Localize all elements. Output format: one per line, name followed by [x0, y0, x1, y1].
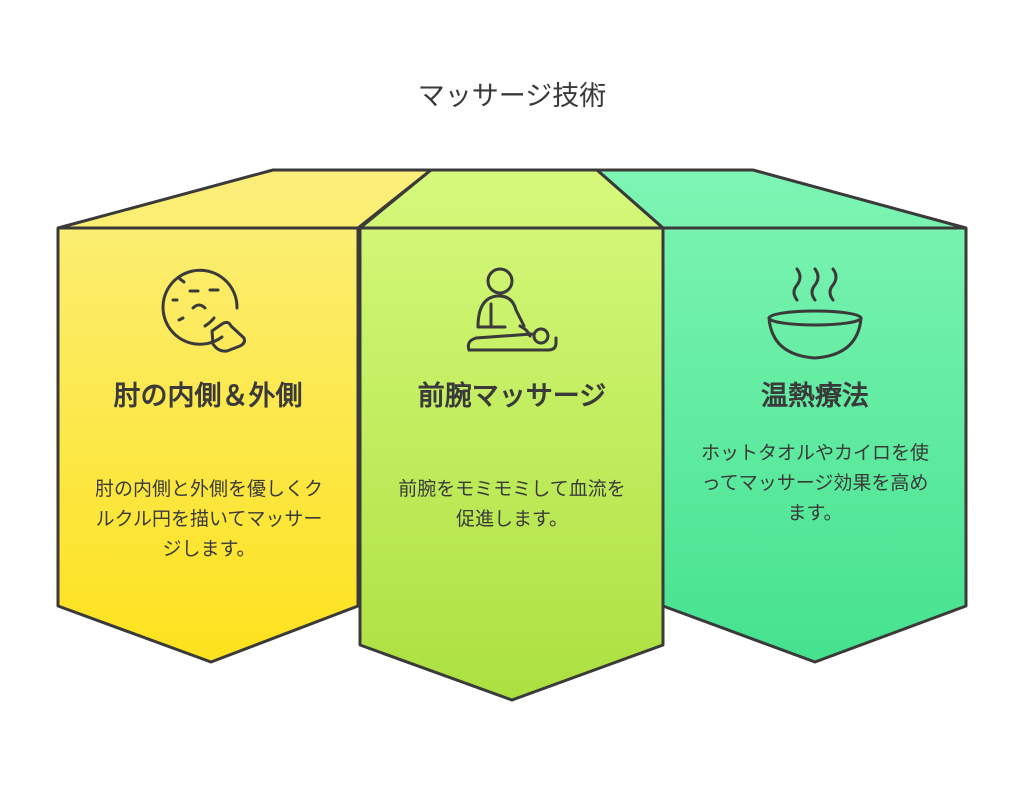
diagram-title: マッサージ技術 — [417, 81, 607, 112]
card-1-shape — [56, 168, 433, 664]
face-blowing-icon — [161, 268, 246, 353]
card-2-shape — [358, 168, 665, 702]
card-3-title: 温熱療法 — [761, 381, 869, 412]
card-3-description: ホットタオルやカイロを使ってマッサージ効果を高めます。 — [700, 442, 929, 524]
steaming-bowl-icon — [767, 267, 863, 360]
card-1-title: 肘の内側＆外側 — [113, 381, 303, 412]
card-1-description: 肘の内側と外側を優しくクルクル円を描いてマッサージします。 — [94, 478, 323, 560]
massage-icon — [466, 267, 558, 352]
card-2-description: 前腕をモミモミして血流を促進します。 — [398, 478, 626, 530]
card-2-title: 前腕マッサージ — [417, 381, 607, 412]
